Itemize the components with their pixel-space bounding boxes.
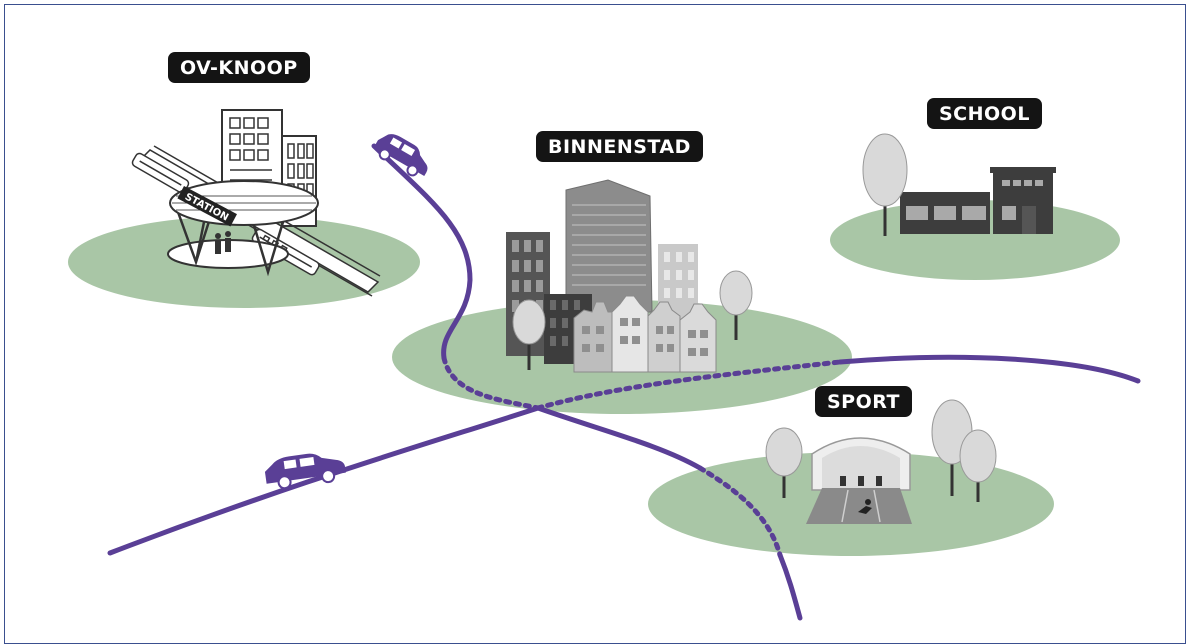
stadium-icon: [806, 437, 912, 524]
road-east: [837, 354, 1141, 384]
road-north: [371, 143, 473, 361]
label-ov-knoop: OV-KNOOP: [168, 52, 310, 83]
tree-icon: [512, 299, 546, 370]
road-southeast-dotted: [697, 465, 783, 558]
road-south: [777, 552, 803, 621]
tree-icon: [862, 133, 908, 236]
tree-icon: [959, 429, 997, 502]
label-school: SCHOOL: [927, 98, 1042, 129]
station-icon: STATION: [131, 109, 381, 297]
roads: [107, 143, 1141, 621]
city-diagram: STATION: [68, 109, 1141, 621]
road-north-dotted: [441, 355, 541, 411]
people-icon: [215, 231, 231, 254]
tree-icon: [765, 427, 803, 498]
tree-icon: [719, 270, 753, 340]
label-binnenstad: BINNENSTAD: [536, 131, 703, 162]
label-sport: SPORT: [815, 386, 912, 417]
car-icon: [374, 134, 428, 177]
school-building-icon: [900, 167, 1056, 234]
road-east-dotted: [535, 359, 843, 411]
road-southwest: [107, 405, 541, 556]
building-icon: [506, 179, 717, 373]
road-southeast: [535, 405, 703, 471]
car-icon: [264, 453, 346, 490]
runner-icon: [858, 499, 872, 514]
